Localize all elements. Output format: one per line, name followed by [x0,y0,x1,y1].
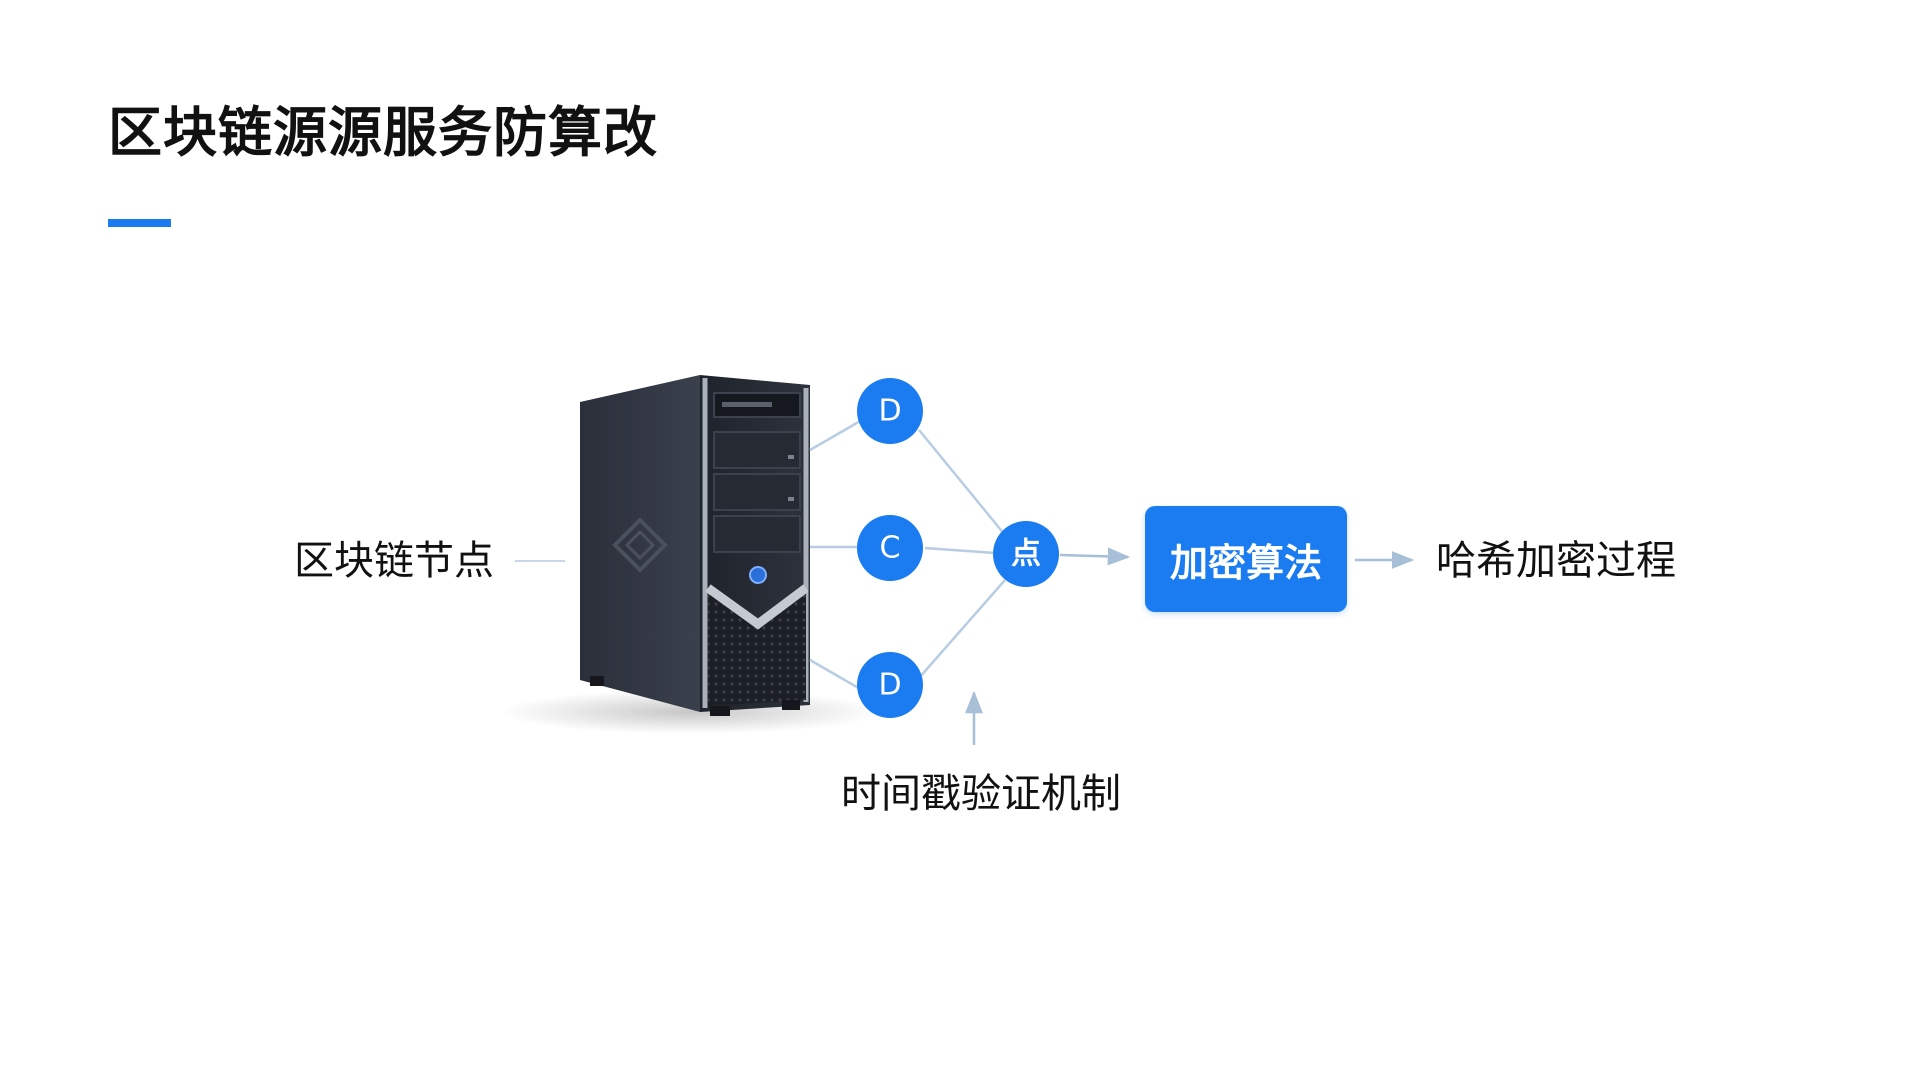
circle-mid-to-merge-connector [924,546,996,555]
input-circle-bottom: D [857,652,923,718]
circle-bottom-to-merge-connector [918,579,1006,679]
input-circle-bottom-glyph: D [878,668,901,703]
input-circle-top: D [857,378,923,444]
circle-top-to-merge-connector [918,429,1006,536]
encryption-algorithm-box: 加密算法 [1145,506,1347,612]
input-circle-mid-glyph: C [880,531,901,566]
server-to-circle-top-connector [809,418,863,452]
page-title: 区块链源源服务防算改 [108,101,658,164]
server-to-circle-bottom-connector [809,658,863,692]
merge-circle: 点 [993,521,1059,587]
input-circle-top-glyph: D [878,394,901,429]
hash-encryption-label: 哈希加密过程 [1436,538,1676,584]
merge-to-box-arrow [1059,547,1131,566]
timestamp-verification-label: 时间戳验证机制 [841,771,1121,817]
merge-circle-glyph: 点 [1011,537,1041,572]
input-circle-mid: C [857,515,923,581]
server-tower-icon [500,375,880,734]
blockchain-node-label: 区块链节点 [294,538,494,584]
title-underline-accent [108,219,171,227]
